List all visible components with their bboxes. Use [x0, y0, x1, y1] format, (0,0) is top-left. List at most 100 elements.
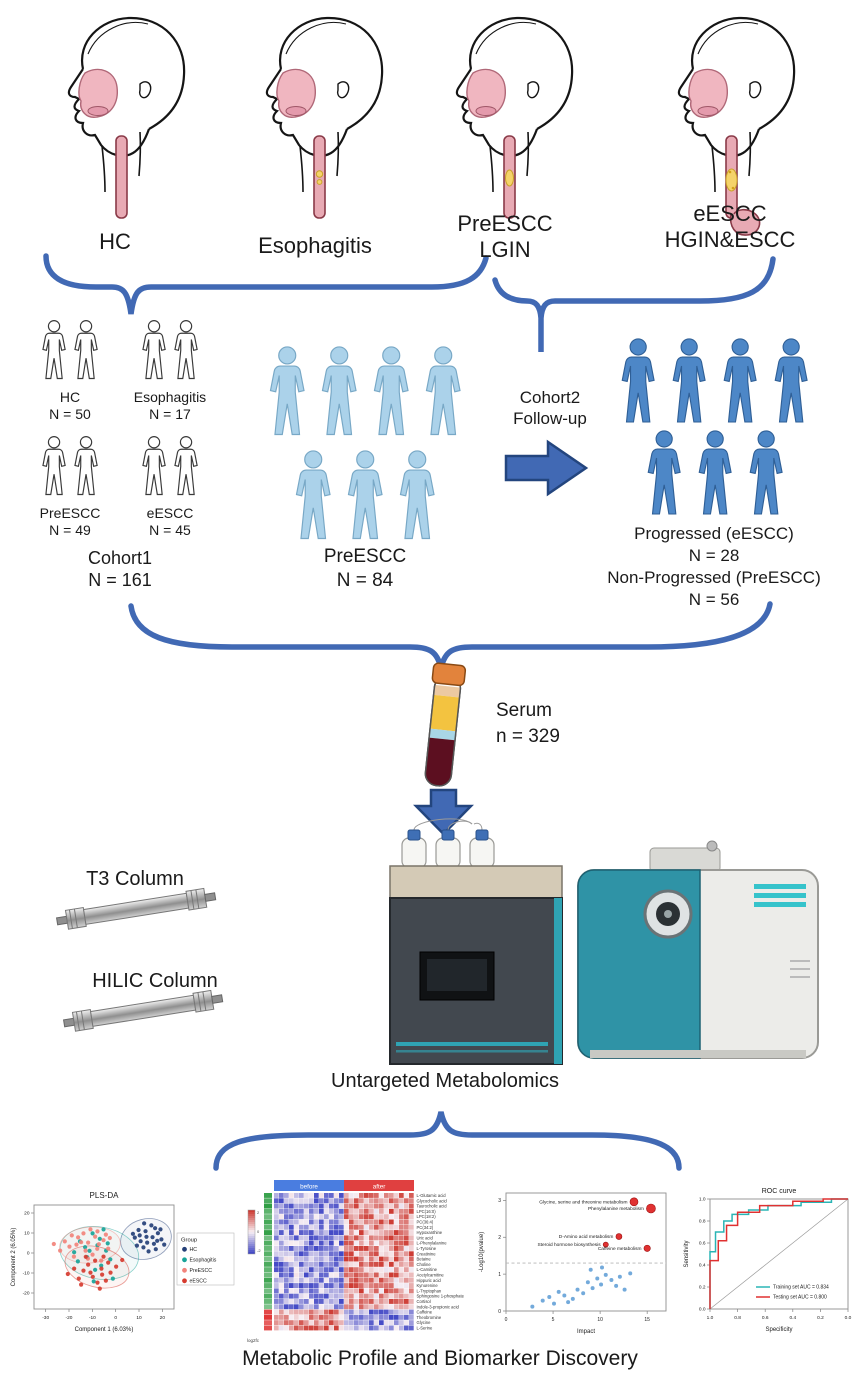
svg-text:1.0: 1.0	[707, 1315, 714, 1321]
svg-text:L-Tyrosine: L-Tyrosine	[417, 1246, 437, 1251]
followup-line3: Non-Progressed (PreESCC)	[607, 568, 821, 587]
bracket-top-right	[492, 256, 776, 352]
cohort1-group-esophagitis-n: N = 17	[149, 406, 191, 422]
svg-text:Choline: Choline	[417, 1262, 432, 1267]
svg-text:-2: -2	[257, 1248, 261, 1253]
person-icon	[269, 346, 305, 436]
svg-text:0.0: 0.0	[845, 1315, 852, 1321]
svg-text:0: 0	[505, 1317, 508, 1323]
cohort1-group-preescc-name: PreESCC	[39, 505, 101, 521]
bracket-distribute-plots	[213, 1111, 682, 1171]
svg-text:-30: -30	[42, 1315, 49, 1321]
person-icon	[174, 320, 198, 380]
head-illustration-esophagitis	[265, 16, 384, 220]
svg-text:-10: -10	[23, 1271, 30, 1277]
svg-text:-10: -10	[89, 1315, 96, 1321]
svg-text:PreESCC: PreESCC	[190, 1268, 213, 1274]
cohort1-group-eescc-name: eESCC	[146, 505, 194, 521]
preescc84-n: N = 84	[336, 570, 394, 591]
svg-text:3: 3	[498, 1198, 501, 1204]
svg-text:L-Glutamic acid: L-Glutamic acid	[417, 1193, 447, 1198]
svg-text:2: 2	[257, 1210, 260, 1215]
svg-text:eESCC: eESCC	[190, 1279, 208, 1285]
svg-text:Steroid hormone biosynthesis: Steroid hormone biosynthesis	[537, 1242, 601, 1248]
svg-text:before: before	[300, 1183, 318, 1190]
svg-text:Acetylcarnitine: Acetylcarnitine	[417, 1273, 445, 1278]
svg-text:Caffeine: Caffeine	[417, 1310, 433, 1315]
svg-text:LPC(18:2): LPC(18:2)	[417, 1214, 437, 1219]
person-icon	[373, 346, 409, 436]
stage-label-preescc-line1: PreESCC	[457, 211, 553, 236]
followup-figures	[621, 338, 808, 515]
serum-label: Serum	[496, 700, 552, 721]
svg-text:Testing set AUC = 0.800: Testing set AUC = 0.800	[773, 1295, 827, 1301]
person-icon	[774, 338, 808, 423]
svg-text:0.8: 0.8	[699, 1219, 706, 1225]
bracket-top-left	[43, 253, 489, 315]
svg-text:0.6: 0.6	[762, 1315, 769, 1321]
cohort1-title: Cohort1	[87, 548, 153, 568]
svg-text:Taurocholic acid: Taurocholic acid	[417, 1204, 448, 1209]
svg-text:Glycine: Glycine	[417, 1320, 432, 1325]
person-icon	[174, 436, 198, 496]
person-icon	[74, 320, 98, 380]
svg-text:Hypoxanthine: Hypoxanthine	[417, 1230, 443, 1235]
svg-text:Sensitivity: Sensitivity	[684, 1240, 690, 1267]
svg-text:-Log10(pvalue): -Log10(pvalue)	[479, 1232, 485, 1272]
svg-text:Esophagitis: Esophagitis	[190, 1258, 217, 1264]
svg-text:Component 1 (6.03%): Component 1 (6.03%)	[75, 1327, 134, 1333]
serum-tube-icon	[424, 662, 467, 788]
person-icon	[698, 430, 732, 515]
svg-text:Phenylalanine metabolism: Phenylalanine metabolism	[588, 1206, 644, 1212]
svg-text:PLS-DA: PLS-DA	[90, 1191, 120, 1200]
arrow-down-icon	[413, 788, 474, 836]
svg-text:L-Serine: L-Serine	[417, 1326, 433, 1331]
svg-text:0: 0	[27, 1251, 30, 1257]
cohort1-group-esophagitis-name: Esophagitis	[133, 389, 207, 405]
svg-text:Caffeine metabolism: Caffeine metabolism	[598, 1246, 642, 1252]
svg-text:0.6: 0.6	[699, 1241, 706, 1247]
followup-line4: N = 56	[688, 590, 740, 609]
svg-text:-20: -20	[66, 1315, 73, 1321]
followup-line2: N = 28	[688, 546, 740, 565]
followup-line1: Progressed (eESCC)	[634, 524, 794, 543]
person-icon	[321, 346, 357, 436]
svg-text:1.0: 1.0	[699, 1197, 706, 1203]
svg-text:0.8: 0.8	[734, 1315, 741, 1321]
svg-text:Creatinine: Creatinine	[417, 1251, 437, 1256]
svg-text:Group: Group	[181, 1238, 197, 1244]
svg-text:Component 2 (6.05%): Component 2 (6.05%)	[11, 1228, 17, 1287]
svg-text:5: 5	[552, 1317, 555, 1323]
stage-label-eescc-line1: eESCC	[693, 201, 767, 226]
person-icon	[399, 450, 435, 540]
person-icon	[723, 338, 757, 423]
svg-text:after: after	[373, 1183, 386, 1190]
person-icon	[672, 338, 706, 423]
stage-label-hc: HC	[99, 229, 131, 254]
svg-text:L-Tryptophan: L-Tryptophan	[417, 1288, 442, 1293]
svg-text:0: 0	[498, 1309, 501, 1315]
person-icon	[74, 436, 98, 496]
svg-text:0.4: 0.4	[699, 1263, 706, 1269]
svg-text:L-Phenylalanine: L-Phenylalanine	[417, 1241, 448, 1246]
svg-text:LPC(16:0): LPC(16:0)	[417, 1209, 437, 1214]
stage-label-preescc-line2: LGIN	[479, 237, 531, 262]
svg-text:2: 2	[498, 1235, 501, 1241]
untargeted-metabolomics-caption: Untargeted Metabolomics	[331, 1070, 559, 1092]
t3-column-label: T3 Column	[86, 868, 184, 890]
svg-text:Indole-3-propionic acid: Indole-3-propionic acid	[417, 1304, 460, 1309]
svg-text:0.4: 0.4	[789, 1315, 796, 1321]
svg-text:HC: HC	[190, 1247, 198, 1253]
hilic-column-icon	[62, 988, 225, 1034]
cohort1-n: N = 161	[88, 570, 152, 590]
cohort1-group-preescc-n: N = 49	[49, 522, 91, 538]
stage-label-eescc-line2: HGIN&ESCC	[664, 227, 796, 252]
head-illustration-preescc	[455, 16, 574, 220]
head-illustration-eescc	[677, 16, 796, 236]
svg-text:Sphingosine 1-phosphate: Sphingosine 1-phosphate	[417, 1294, 465, 1299]
person-icon	[621, 338, 655, 423]
person-icon	[295, 450, 331, 540]
